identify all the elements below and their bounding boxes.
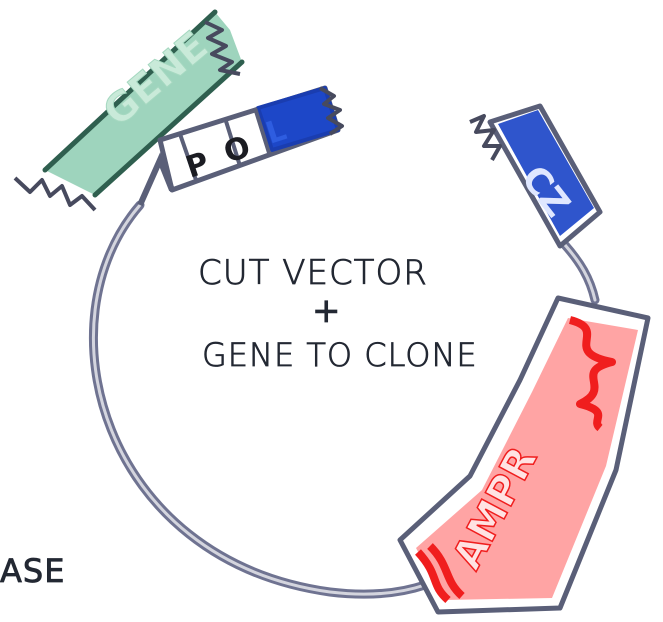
lacz-segment: CZ [470, 106, 600, 246]
corner-text: ASE [0, 552, 65, 590]
title-caption: CUT VECTOR + GENE TO CLONE [198, 253, 478, 374]
title-line-1: CUT VECTOR [198, 253, 428, 293]
title-line-3: GENE TO CLONE [202, 336, 478, 374]
title-line-2: + [312, 291, 342, 331]
